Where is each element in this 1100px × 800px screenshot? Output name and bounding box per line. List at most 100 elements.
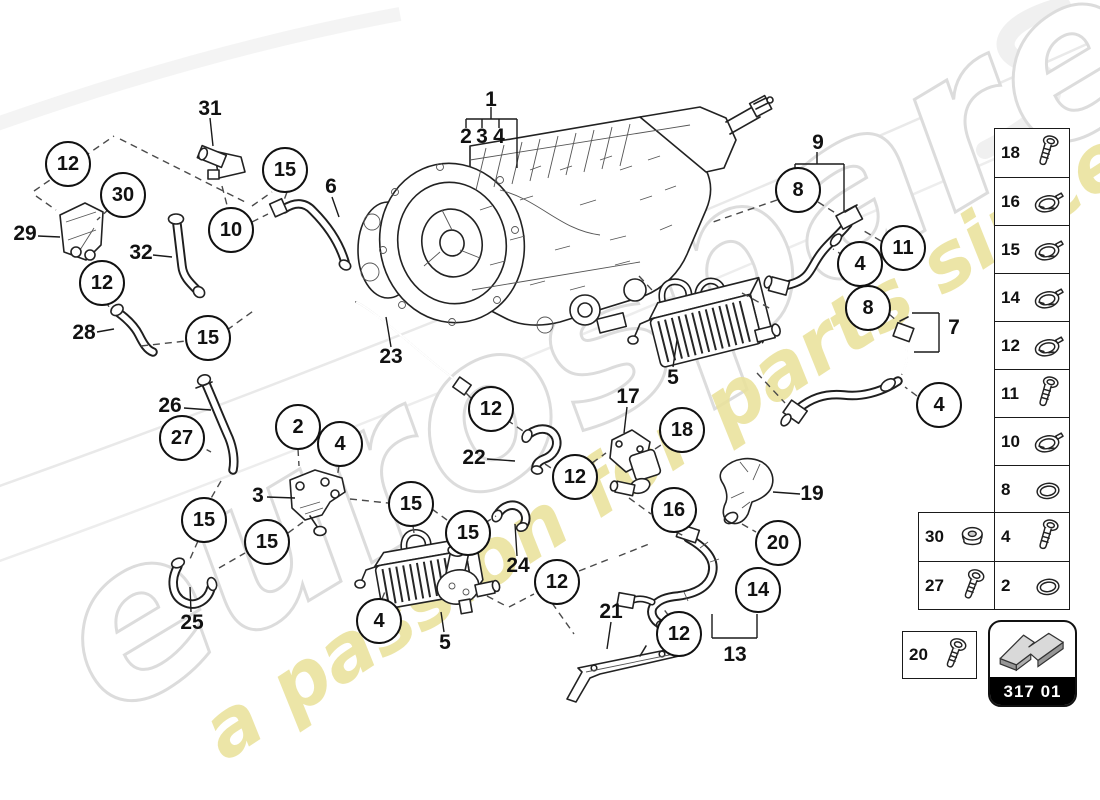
bracket-part-29 <box>59 202 104 261</box>
callout-15[interactable]: 15 <box>185 315 231 361</box>
callout-15[interactable]: 15 <box>244 519 290 565</box>
part-label-6[interactable]: 6 <box>325 175 337 198</box>
part-label-31[interactable]: 31 <box>198 97 222 120</box>
legend-item-2[interactable]: 2 <box>994 561 1069 609</box>
part-label-21[interactable]: 21 <box>599 600 623 623</box>
part-label-5[interactable]: 5 <box>439 631 451 654</box>
part-label-17[interactable]: 17 <box>616 385 640 408</box>
oil-cooler-upper <box>627 276 781 368</box>
legend-item-11[interactable]: 11 <box>995 369 1069 417</box>
hose-part-9 <box>763 204 864 296</box>
callout-12[interactable]: 12 <box>534 559 580 605</box>
nut-icon <box>953 515 993 559</box>
next-diagram-arrow-icon <box>999 632 1064 671</box>
part-label-32[interactable]: 32 <box>129 241 153 264</box>
valve-part-17 <box>609 429 662 497</box>
legend-item-number: 11 <box>1001 383 1019 403</box>
bracket-part-31 <box>196 144 246 180</box>
callout-4[interactable]: 4 <box>837 241 883 287</box>
part-label-25[interactable]: 25 <box>180 611 204 634</box>
legend-item-18[interactable]: 18 <box>995 129 1069 177</box>
legend-item-4[interactable]: 4 <box>994 513 1069 561</box>
part-label-1[interactable]: 1 <box>485 88 497 111</box>
callout-8[interactable]: 8 <box>845 285 891 331</box>
hose-part-22 <box>521 424 562 475</box>
duct-part-19 <box>719 457 774 525</box>
part-label-2[interactable]: 2 <box>460 125 472 148</box>
transmission-drawing <box>357 94 774 334</box>
fastener-legend: 18 16 15 14 12 11 10 8 <box>994 128 1070 514</box>
legend-item-number: 2 <box>1001 575 1011 595</box>
callout-12[interactable]: 12 <box>79 260 125 306</box>
fastener-legend-grid: 30 4 27 2 <box>918 512 1070 610</box>
part-label-9[interactable]: 9 <box>812 131 824 154</box>
legend-item-number: 14 <box>1001 287 1020 307</box>
callout-10[interactable]: 10 <box>208 207 254 253</box>
callout-15[interactable]: 15 <box>181 497 227 543</box>
legend-item-30[interactable]: 30 <box>919 513 994 561</box>
diagram-ref-box[interactable]: 317 01 <box>988 620 1077 707</box>
callout-12[interactable]: 12 <box>656 611 702 657</box>
bolt-icon <box>1028 131 1068 175</box>
legend-item-16[interactable]: 16 <box>995 177 1069 225</box>
legend-item-15[interactable]: 15 <box>995 225 1069 273</box>
part-label-24[interactable]: 24 <box>506 554 530 577</box>
callout-12[interactable]: 12 <box>552 454 598 500</box>
callout-11[interactable]: 11 <box>880 225 926 271</box>
part-label-3[interactable]: 3 <box>252 484 264 507</box>
legend-item-12[interactable]: 12 <box>995 321 1069 369</box>
hose-clamp-icon <box>1028 324 1068 368</box>
legend-item-number: 10 <box>1001 431 1020 451</box>
callout-27[interactable]: 27 <box>159 415 205 461</box>
part-label-26[interactable]: 26 <box>158 394 182 417</box>
legend-item-20[interactable]: 20 <box>902 631 977 679</box>
callout-4[interactable]: 4 <box>916 382 962 428</box>
part-label-13[interactable]: 13 <box>723 643 747 666</box>
callout-12[interactable]: 12 <box>45 141 91 187</box>
leader-lines <box>37 107 940 650</box>
hose-clamp-icon <box>1028 276 1068 320</box>
callout-15[interactable]: 15 <box>262 147 308 193</box>
callout-15[interactable]: 15 <box>445 510 491 556</box>
legend-item-number: 30 <box>925 527 944 546</box>
hose-part-28 <box>110 303 158 357</box>
callout-15[interactable]: 15 <box>388 481 434 527</box>
part-label-22[interactable]: 22 <box>462 446 486 469</box>
diagram-nav-top <box>990 622 1075 677</box>
callout-12[interactable]: 12 <box>468 386 514 432</box>
callout-8[interactable]: 8 <box>775 167 821 213</box>
callout-30[interactable]: 30 <box>100 172 146 218</box>
hose-part-6 <box>268 197 352 271</box>
part-label-3[interactable]: 3 <box>476 125 488 148</box>
o-ring-icon <box>1028 468 1068 512</box>
screw-icon <box>953 564 993 608</box>
legend-item-14[interactable]: 14 <box>995 273 1069 321</box>
part-label-4[interactable]: 4 <box>493 125 505 148</box>
legend-item-number: 12 <box>1001 335 1020 355</box>
part-label-29[interactable]: 29 <box>13 222 37 245</box>
callout-2[interactable]: 2 <box>275 404 321 450</box>
callout-20[interactable]: 20 <box>755 520 801 566</box>
callout-14[interactable]: 14 <box>735 567 781 613</box>
callout-16[interactable]: 16 <box>651 487 697 533</box>
part-label-23[interactable]: 23 <box>379 345 403 368</box>
pipe-part-23 <box>355 301 472 396</box>
hose-clamp-icon <box>1028 420 1068 464</box>
callout-18[interactable]: 18 <box>659 407 705 453</box>
hose-part-25 <box>168 557 218 609</box>
legend-item-27[interactable]: 27 <box>919 561 994 609</box>
legend-item-number: 15 <box>1001 239 1020 259</box>
legend-item-number: 20 <box>909 645 928 664</box>
callout-4[interactable]: 4 <box>317 421 363 467</box>
legend-item-8[interactable]: 8 <box>995 465 1069 513</box>
part-label-28[interactable]: 28 <box>72 321 96 344</box>
part-label-19[interactable]: 19 <box>800 482 824 505</box>
legend-item-10[interactable]: 10 <box>995 417 1069 465</box>
part-label-7[interactable]: 7 <box>948 316 960 339</box>
legend-item-number: 18 <box>1001 143 1020 162</box>
callout-4[interactable]: 4 <box>356 598 402 644</box>
bracket-part-21 <box>566 645 680 703</box>
part-label-5[interactable]: 5 <box>667 366 679 389</box>
